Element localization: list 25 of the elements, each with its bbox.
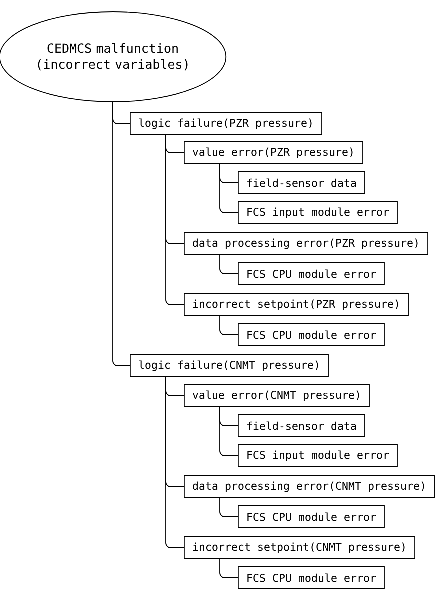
tree-box: logic failure(CNMT pressure) xyxy=(130,354,329,378)
tree-connector xyxy=(220,498,238,518)
tree-box: field-sensor data xyxy=(238,414,366,438)
tree-box: FCS input module error xyxy=(238,444,398,468)
tree-box: FCS CPU module error xyxy=(238,506,385,528)
tree-connector xyxy=(166,135,184,306)
tree-box: incorrect setpoint(CNMT pressure) xyxy=(184,536,416,560)
tree-connector xyxy=(166,377,184,548)
tree-connector xyxy=(220,559,238,578)
tree-connector xyxy=(220,255,238,274)
tree-connector xyxy=(112,102,130,366)
tree-box: value error(PZR pressure) xyxy=(184,142,364,164)
tree-box: value error(CNMT pressure) xyxy=(184,384,370,408)
tree-box: FCS CPU module error xyxy=(238,262,385,286)
tree-box: incorrect setpoint(PZR pressure) xyxy=(184,294,409,316)
tree-connector xyxy=(220,316,238,336)
tree-connector xyxy=(220,407,238,456)
tree-box: FCS CPU module error xyxy=(238,324,385,346)
tree-box: FCS CPU module error xyxy=(238,566,385,590)
tree-box: FCS input module error xyxy=(238,202,398,224)
tree-box: logic failure(PZR pressure) xyxy=(130,112,322,136)
tree-box: field-sensor data xyxy=(238,172,366,194)
tree-box: data processing error(PZR pressure) xyxy=(184,232,428,256)
tree-box: data processing error(CNMT pressure) xyxy=(184,476,435,498)
tree-connector xyxy=(220,164,238,214)
